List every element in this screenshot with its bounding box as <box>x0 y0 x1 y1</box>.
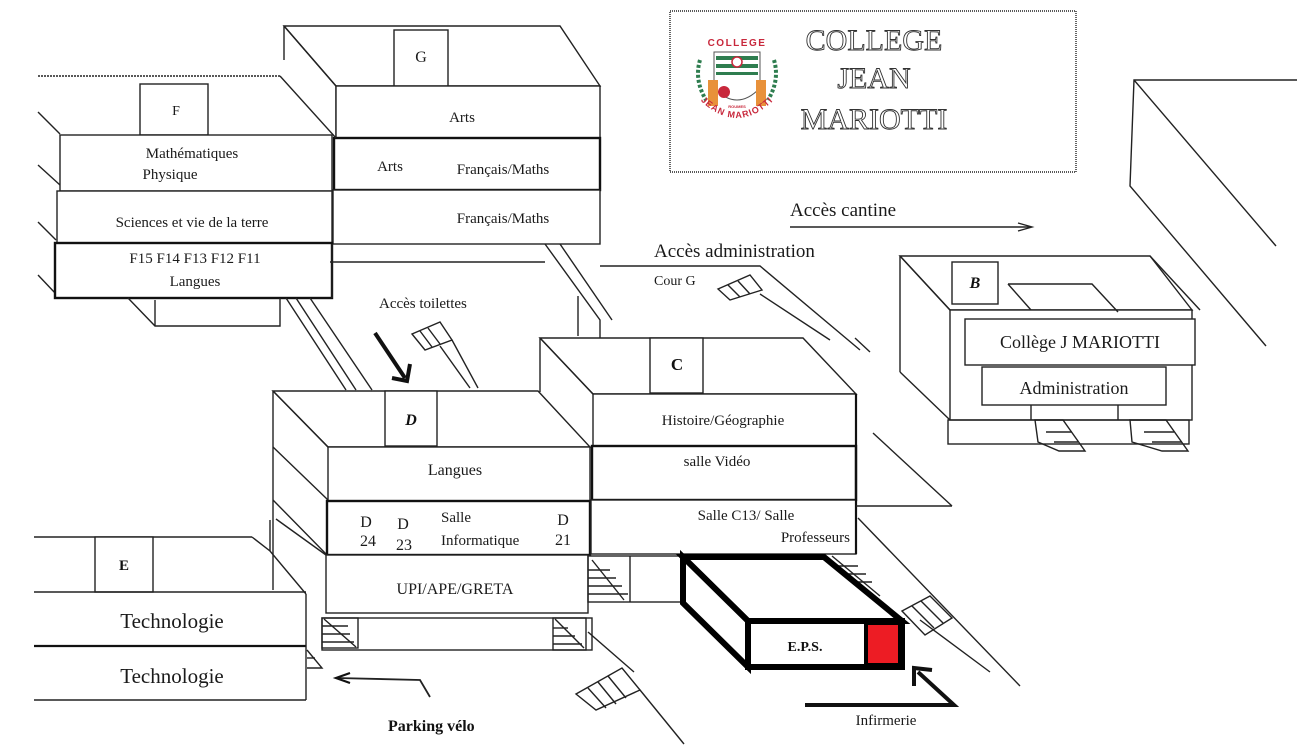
svg-text:Informatique: Informatique <box>441 533 520 549</box>
building-e-letter: E <box>119 558 129 574</box>
parking-velo: Parking vélo <box>332 671 475 735</box>
arrow-left-icon <box>332 671 351 685</box>
logo-motto: ROUMES <box>728 104 746 109</box>
sign-college-text: Collège J MARIOTTI <box>1000 332 1160 352</box>
b-stairs-left <box>1034 419 1087 452</box>
d-room-24: D 24 <box>360 514 376 550</box>
c-floor-salle-c13: Salle C13/ Salle <box>698 508 795 524</box>
e-floor-technologie-1: Technologie <box>120 609 224 633</box>
building-d[interactable]: D Langues D 24 D 23 Salle Informatique D… <box>271 390 593 651</box>
f-floor-langues: Langues <box>170 274 221 290</box>
title-line-2: JEAN <box>837 62 910 95</box>
f-floor-svt: Sciences et vie de la terre <box>116 215 269 231</box>
building-f-letter: F <box>172 104 180 119</box>
d-room-23: D 23 <box>396 516 412 554</box>
c-floor-salle-video: salle Vidéo <box>684 454 751 470</box>
svg-text:Salle: Salle <box>441 510 471 526</box>
logo-top-text: COLLEGE <box>708 38 767 49</box>
arrow-up-left-icon <box>912 665 933 686</box>
building-d-letter: D <box>404 412 417 429</box>
building-b-letter: B <box>969 275 981 292</box>
e-floor-technologie-2: Technologie <box>120 664 224 688</box>
eps-label: E.P.S. <box>788 640 823 655</box>
f-floor-rooms: F15 F14 F13 F12 F11 <box>129 251 260 267</box>
sign-college <box>964 318 1196 366</box>
c-floor-histoire-geographie: Histoire/Géographie <box>662 413 785 429</box>
stairs-cour-g <box>716 274 764 301</box>
d-stairs-left <box>321 617 359 649</box>
f-floor-mathematiques: Mathématiques <box>146 146 239 162</box>
building-c-letter: C <box>671 355 683 374</box>
sign-administration-text: Administration <box>1020 378 1129 398</box>
building-f-letter-box <box>139 83 209 136</box>
school-logo: COLLEGE ROUMES JEAN MARIOTTI <box>696 38 778 120</box>
c-floor-professeurs: Professeurs <box>781 530 850 546</box>
arrow-toilettes-icon <box>373 331 412 384</box>
f-floor-physique: Physique <box>142 167 197 183</box>
access-administration-label: Accès administration <box>654 241 815 262</box>
svg-text:D: D <box>397 516 409 533</box>
building-g[interactable]: G Arts Arts Français/Maths Français/Math… <box>282 25 602 245</box>
infirmerie-access: Infirmerie <box>805 665 960 729</box>
parking-velo-label: Parking vélo <box>388 718 475 735</box>
building-b-letter-box <box>951 261 999 305</box>
sign-administration <box>981 366 1167 406</box>
g-floor-francais-maths-2: Français/Maths <box>457 211 550 227</box>
stairs-toilettes <box>410 321 479 389</box>
d-floor-langues: Langues <box>428 462 482 479</box>
title-panel: COLLEGE ROUMES JEAN MARIOTTI COLLEGE JEA… <box>669 10 1077 173</box>
cour-g-label: Cour G <box>654 274 696 289</box>
infirmerie-label: Infirmerie <box>856 713 917 729</box>
g-floor-arts: Arts <box>449 110 475 126</box>
access-toilettes-label: Accès toilettes <box>379 296 467 312</box>
stairs-south <box>574 631 685 745</box>
building-g-letter: G <box>415 49 427 66</box>
title-line-1: COLLEGE <box>806 24 943 57</box>
svg-text:D: D <box>360 514 372 531</box>
building-c[interactable]: C Histoire/Géographie salle Vidéo Salle … <box>538 337 881 603</box>
building-e[interactable]: E Technologie Technologie <box>34 518 327 701</box>
svg-text:21: 21 <box>555 532 571 549</box>
building-b[interactable]: B Collège J MARIOTTI Administration <box>898 255 1196 452</box>
courtyard-walkways <box>285 243 871 391</box>
g-floor-francais-maths: Français/Maths <box>457 162 550 178</box>
b-stairs-right <box>1129 419 1190 452</box>
svg-text:23: 23 <box>396 537 412 554</box>
svg-text:24: 24 <box>360 533 376 550</box>
building-c-letter-box <box>649 337 704 394</box>
stairs-east <box>900 595 954 636</box>
title-line-3: MARIOTTI <box>801 103 948 136</box>
d-stairs-right <box>552 617 587 651</box>
access-cantine: Accès cantine <box>790 200 1035 232</box>
d-room-salle-informatique: Salle Informatique <box>441 510 520 549</box>
svg-text:D: D <box>557 512 569 529</box>
building-d-letter-box <box>384 390 438 447</box>
infirmerie-marker[interactable] <box>864 621 902 667</box>
d-floor-upi-ape-greta: UPI/APE/GRETA <box>397 581 514 598</box>
g-floor-arts-2: Arts <box>377 159 403 175</box>
d-room-21: D 21 <box>555 512 571 549</box>
access-cantine-label: Accès cantine <box>790 200 896 221</box>
walkway-east <box>856 432 1021 687</box>
c-stairs-left <box>588 559 628 601</box>
e-stairs <box>306 649 324 669</box>
building-eps[interactable]: E.P.S. <box>675 549 911 675</box>
building-f[interactable]: F Mathématiques Physique Sciences et vie… <box>37 75 337 327</box>
arrow-right-icon <box>1017 222 1035 232</box>
building-g-letter-box <box>393 29 449 87</box>
building-east-outline <box>1129 79 1297 347</box>
